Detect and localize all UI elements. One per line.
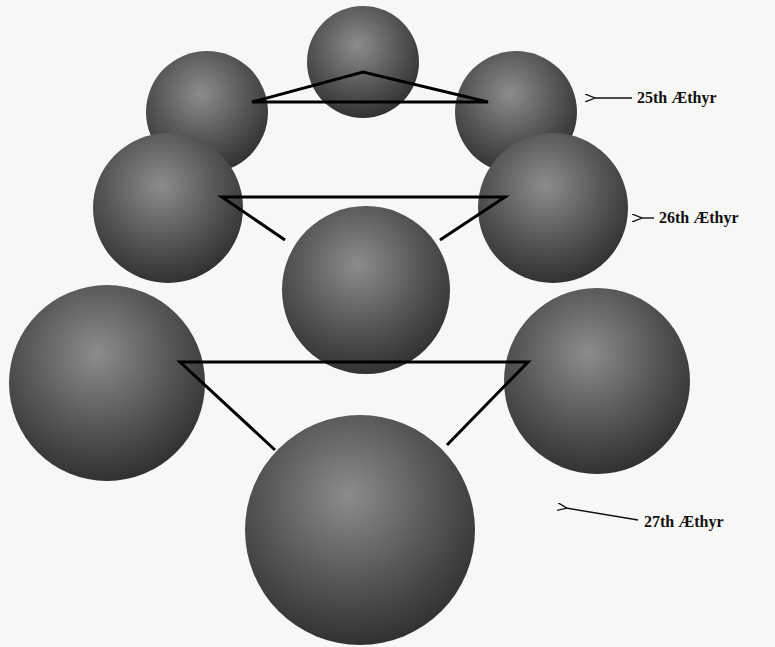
aethyr-label: 26th Æthyr bbox=[659, 208, 739, 227]
aethyr-label: 27th Æthyr bbox=[644, 512, 724, 531]
spheres bbox=[9, 6, 690, 645]
pointer-arrows bbox=[566, 98, 654, 520]
sphere bbox=[478, 133, 628, 283]
pointer-arrow bbox=[566, 508, 638, 520]
triangle-lines bbox=[180, 72, 528, 450]
triangle bbox=[180, 362, 528, 450]
aethyr-label: 25th Æthyr bbox=[637, 88, 717, 107]
sphere bbox=[9, 285, 205, 481]
sphere bbox=[282, 206, 450, 374]
triangle bbox=[222, 197, 505, 240]
pointer-arrow bbox=[594, 97, 632, 98]
sphere bbox=[245, 415, 475, 645]
triangle bbox=[252, 72, 488, 102]
pointer-arrow bbox=[641, 217, 654, 218]
sphere bbox=[504, 288, 690, 474]
sphere bbox=[93, 133, 243, 283]
